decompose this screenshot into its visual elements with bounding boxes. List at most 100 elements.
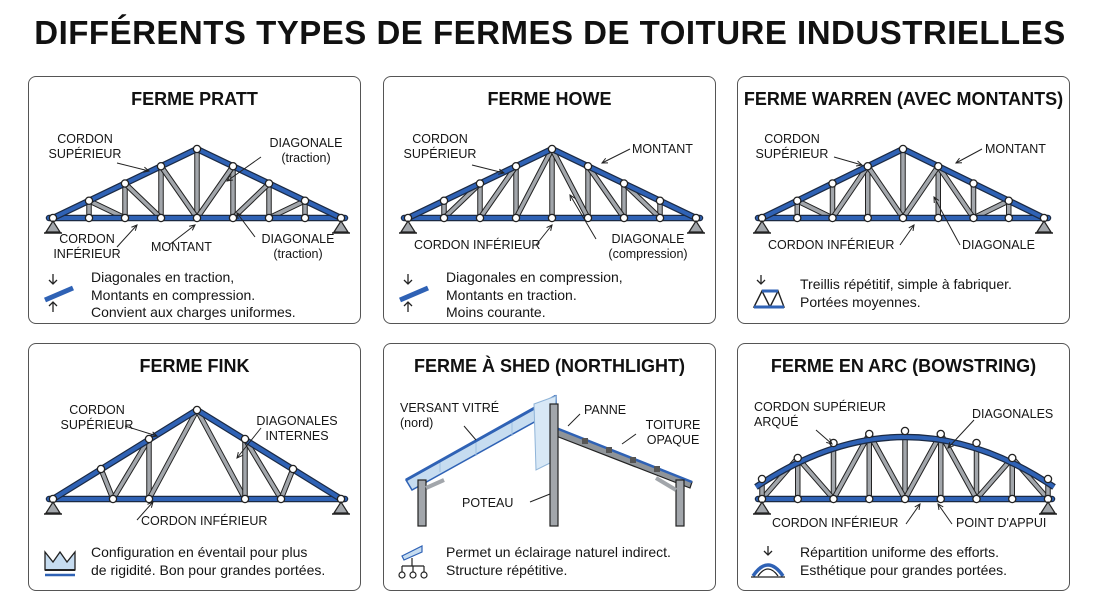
description: Répartition uniforme des efforts. Esthét… <box>800 544 1007 579</box>
joint-node <box>288 464 298 474</box>
label-top-chord: CORDON SUPÉRIEUR <box>755 132 829 161</box>
leader-arrow <box>546 224 553 231</box>
joint-node <box>511 162 521 171</box>
joint-node <box>547 144 557 154</box>
support <box>1039 500 1057 514</box>
joint-node <box>1004 213 1013 223</box>
joint-node <box>1043 474 1053 484</box>
desc-line: Esthétique pour grandes portées. <box>800 561 1008 578</box>
joint-node <box>655 213 665 223</box>
panel-title: FERME WARREN (AVEC MONTANTS) <box>743 89 1064 109</box>
label-diagonals: DIAGONALES <box>972 407 1054 421</box>
joint-node <box>865 494 874 504</box>
description: Treillis répétitif, simple à fabriquer. … <box>800 276 1012 311</box>
leader-arrow <box>143 166 151 173</box>
top-chord <box>971 181 1011 203</box>
joint-node <box>969 213 978 223</box>
leader-arrow <box>908 224 915 232</box>
desc-line: Montants en traction. <box>446 286 577 303</box>
label-diagonal-bottom: DIAGONALE (traction) <box>261 232 335 261</box>
leader-line <box>947 419 975 449</box>
fan-config-icon <box>44 550 76 577</box>
diagonal-member <box>867 432 907 501</box>
top-chord <box>51 198 91 220</box>
joint-node <box>96 464 106 474</box>
joint-node <box>156 213 166 223</box>
leader-line <box>569 194 597 240</box>
joint-node <box>829 494 838 504</box>
top-chord <box>586 164 626 186</box>
label-diagonal: DIAGONALE (compression) <box>608 232 688 261</box>
tension-compression-icon <box>399 274 429 312</box>
top-chord <box>658 198 698 220</box>
label-diagonal-top: DIAGONALE (traction) <box>269 136 343 165</box>
top-chord <box>1006 198 1046 220</box>
diagonal-member <box>936 164 976 220</box>
bowstring-truss-diagram <box>753 419 1057 525</box>
joint-node <box>300 213 310 223</box>
label-vertical: MONTANT <box>632 142 693 156</box>
label-diagonal: DIAGONALE <box>962 238 1035 252</box>
support <box>753 219 771 233</box>
leader-line <box>601 148 631 164</box>
joint-node <box>898 144 908 154</box>
joint-node <box>972 494 981 504</box>
joint-node <box>511 213 521 223</box>
label-top-chord: CORDON SUPÉRIEUR <box>60 403 134 432</box>
top-chord <box>622 181 662 203</box>
leader-arrow <box>189 224 196 231</box>
joint-node <box>439 213 449 223</box>
howe-truss-diagram <box>399 144 705 246</box>
joint-node <box>793 453 803 463</box>
joint-node <box>144 494 154 504</box>
post-left <box>417 479 427 527</box>
top-chord <box>478 164 518 186</box>
panel-howe: FERME HOWE CORDON SUPÉRIEUR MONTANT CORD… <box>383 76 716 324</box>
diagonal-member <box>279 467 295 501</box>
leader-line <box>124 425 158 437</box>
joint-node <box>619 213 629 223</box>
panel-fink: FERME FINK CORDON SUPÉRIEUR DIAGONALES I… <box>28 343 361 591</box>
panel-warren: FERME WARREN (AVEC MONTANTS) CORDON SUPÉ… <box>737 76 1070 324</box>
leader-arrow <box>914 503 921 511</box>
joint-node <box>264 213 274 223</box>
joint-node <box>619 179 629 188</box>
joint-node <box>264 179 274 188</box>
joint-node <box>1007 453 1017 463</box>
label-bottom-chord: CORDON INFÉRIEUR <box>141 514 268 528</box>
label-bottom-chord: CORDON INFÉRIEUR <box>53 232 121 261</box>
desc-line: Convient aux charges uniformes. <box>91 304 296 320</box>
panel-shed: FERME À SHED (NORTHLIGHT) VERSANT VITRÉ … <box>383 343 716 591</box>
leader-line <box>136 501 154 521</box>
description: Configuration en éventail pour plus de r… <box>91 544 325 579</box>
leader-arrow <box>947 442 954 449</box>
arched-top-chord <box>754 435 1056 489</box>
diagonal-member <box>111 437 151 501</box>
desc-line: Diagonales en traction, <box>91 269 235 285</box>
support <box>1035 219 1053 233</box>
leader-arrow <box>600 157 609 164</box>
joint-node <box>120 179 130 188</box>
top-chord <box>406 198 446 220</box>
top-chord <box>51 408 199 501</box>
label-vertical: MONTANT <box>985 142 1046 156</box>
top-chord <box>303 198 343 220</box>
support <box>44 219 62 233</box>
joint-node <box>156 162 166 171</box>
top-chord <box>442 181 482 203</box>
label-purlin: PANNE <box>584 403 627 417</box>
joint-node <box>793 213 802 223</box>
support <box>332 500 350 514</box>
pratt-truss-diagram <box>44 144 350 248</box>
panel-title: FERME FINK <box>139 356 250 376</box>
leader-arrow <box>131 224 138 231</box>
joint-node <box>828 213 837 223</box>
top-chord <box>550 147 590 169</box>
top-chord <box>87 181 127 203</box>
diagonal-member <box>99 467 115 501</box>
desc-line: Moins courante. <box>446 304 546 320</box>
joint-node <box>228 162 238 171</box>
desc-line: Portées moyennes. <box>800 293 921 310</box>
joint-node <box>793 196 802 206</box>
diagonal-member <box>195 164 235 220</box>
